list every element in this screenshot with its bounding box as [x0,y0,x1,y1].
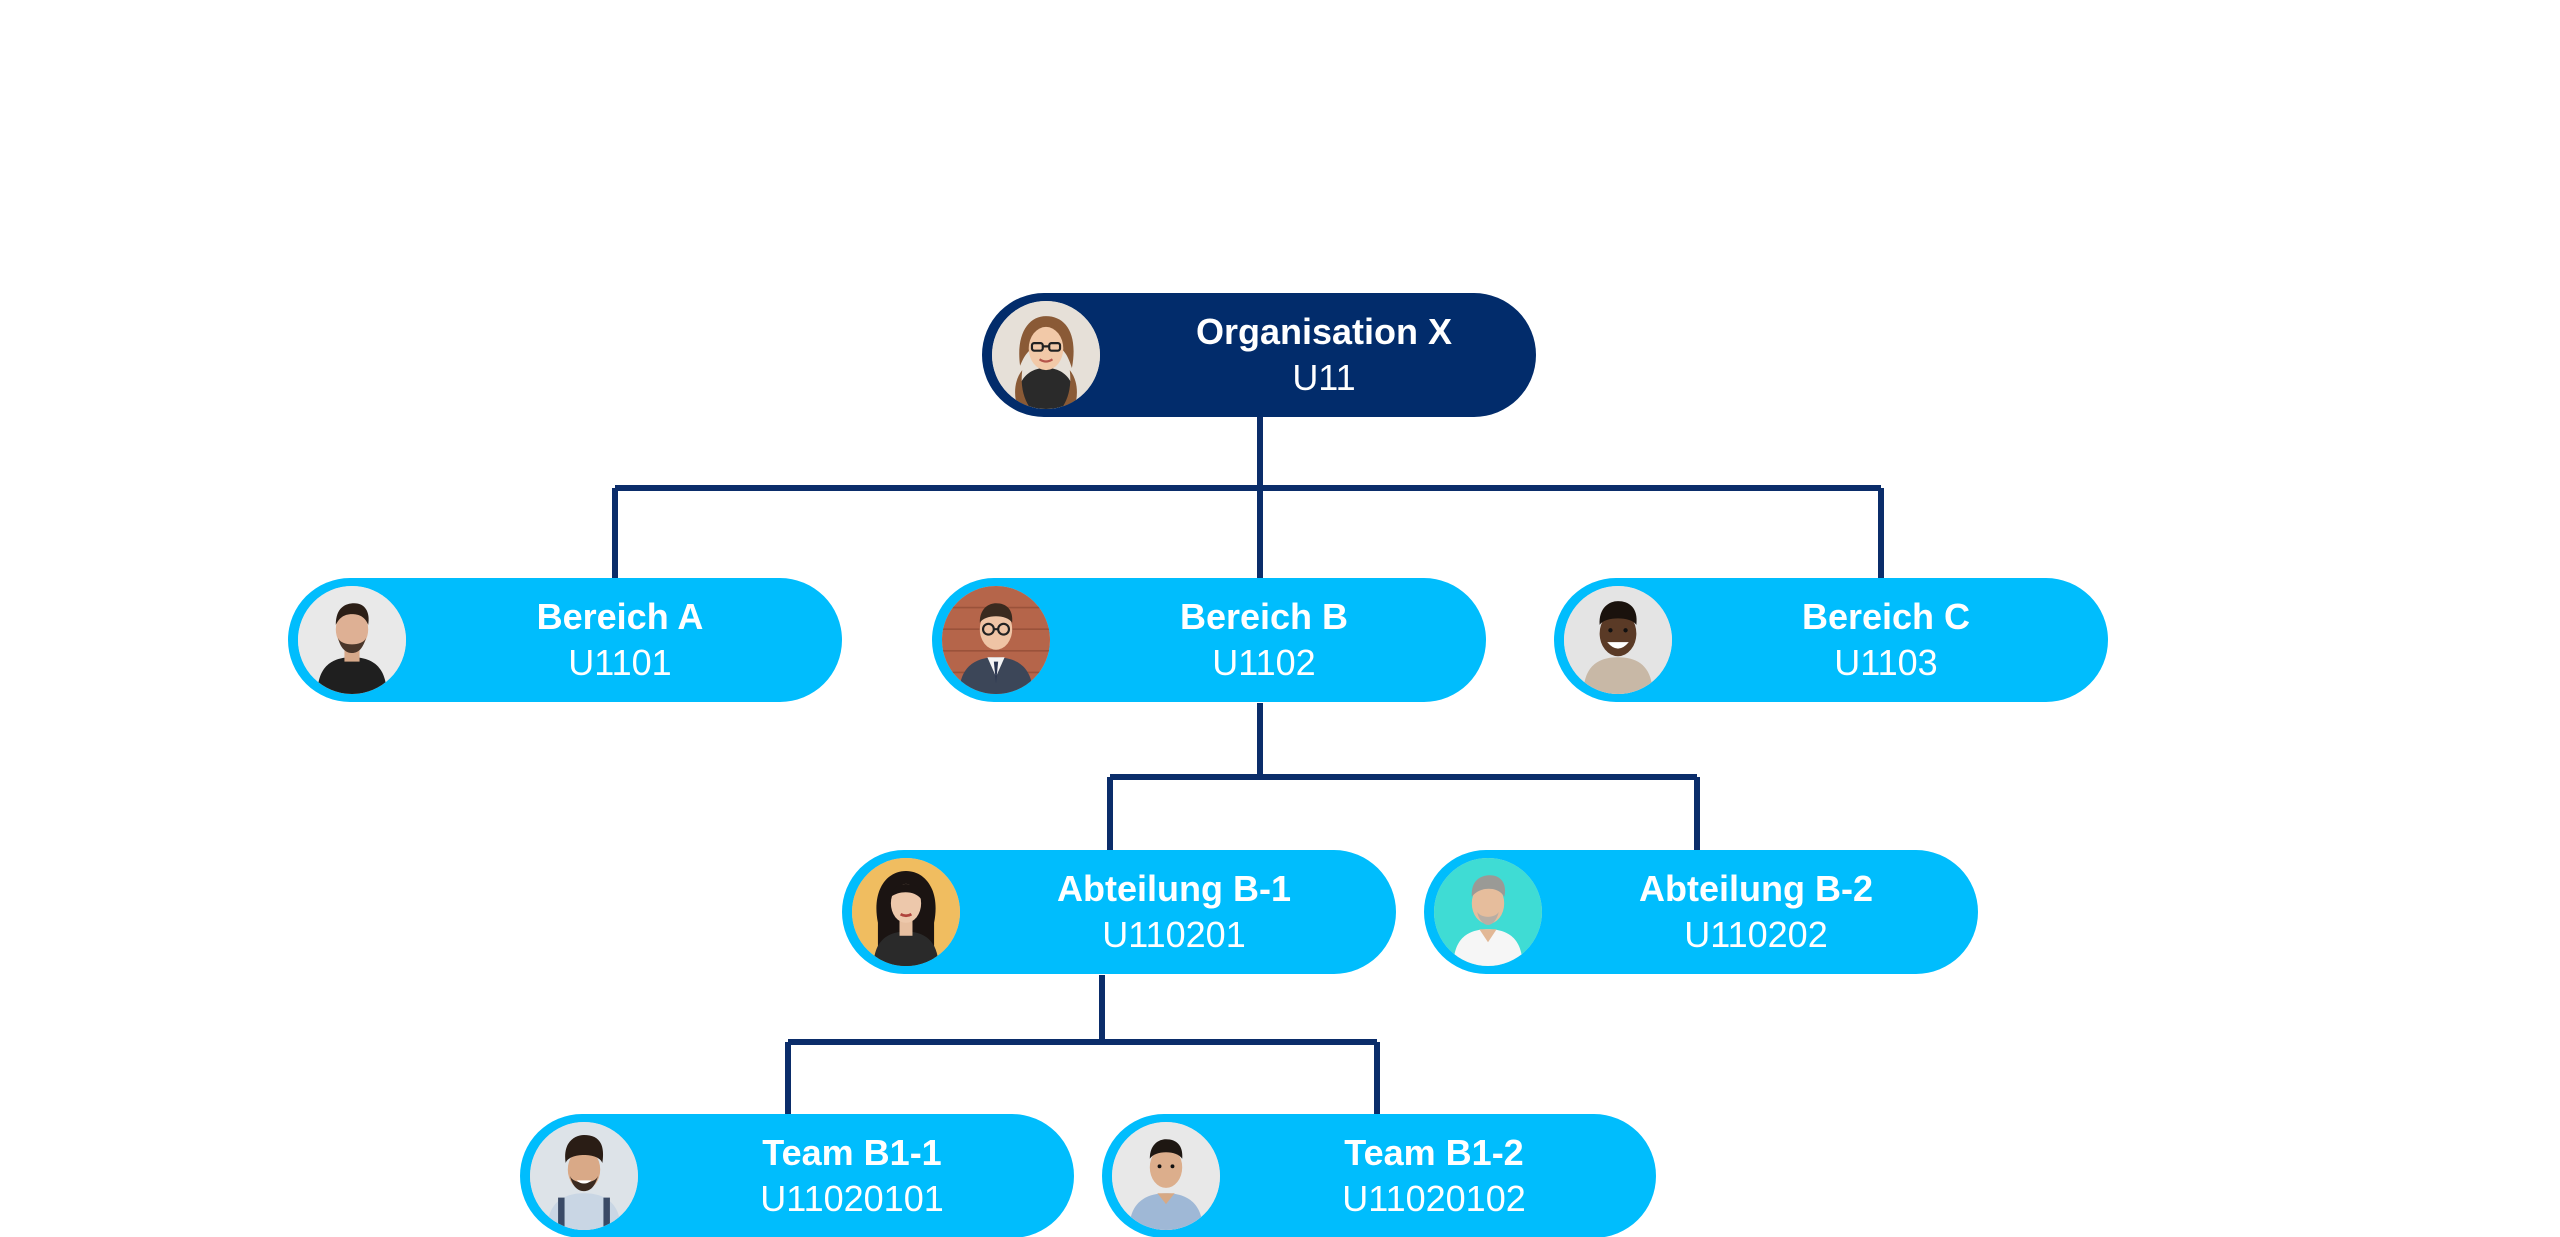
avatar-man-glasses-suit-icon [942,586,1050,694]
node-title: Organisation X [1195,311,1453,352]
node-title: Bereich B [1179,596,1349,637]
avatar-woman-dark-hair-icon [852,858,960,966]
node-code: U11 [1292,357,1356,398]
node-code: U110202 [1684,914,1828,955]
node-title: Abteilung B-2 [1639,868,1873,909]
node-title: Team B1-2 [1344,1132,1524,1173]
avatar-woman-glasses-icon [992,301,1100,409]
node-bereich-c[interactable]: Bereich C U1103 [1554,578,2108,702]
avatar-man-curly-hair-icon [530,1122,638,1230]
avatar-man-smiling-icon [1564,586,1672,694]
node-organisation-x[interactable]: Organisation X U11 [982,293,1536,417]
node-code: U1103 [1834,642,1938,683]
node-code: U11020102 [1342,1178,1526,1219]
node-abteilung-b2[interactable]: Abteilung B-2 U110202 [1424,850,1978,974]
node-title: Abteilung B-1 [1057,868,1291,909]
node-title: Team B1-1 [762,1132,942,1173]
node-team-b1-1[interactable]: Team B1-1 U11020101 [520,1114,1074,1237]
node-team-b1-2[interactable]: Team B1-2 U11020102 [1102,1114,1656,1237]
avatar-man-dark-shirt-icon [298,586,406,694]
avatar-man-grey-hair-icon [1434,858,1542,966]
node-code: U1102 [1212,642,1316,683]
node-abteilung-b1[interactable]: Abteilung B-1 U110201 [842,850,1396,974]
avatar-man-short-hair-icon [1112,1122,1220,1230]
node-title: Bereich A [536,596,704,637]
node-bereich-b[interactable]: Bereich B U1102 [932,578,1486,702]
node-code: U1101 [568,642,672,683]
node-bereich-a[interactable]: Bereich A U1101 [288,578,842,702]
node-code: U11020101 [760,1178,944,1219]
node-code: U110201 [1102,914,1246,955]
node-title: Bereich C [1801,596,1971,637]
